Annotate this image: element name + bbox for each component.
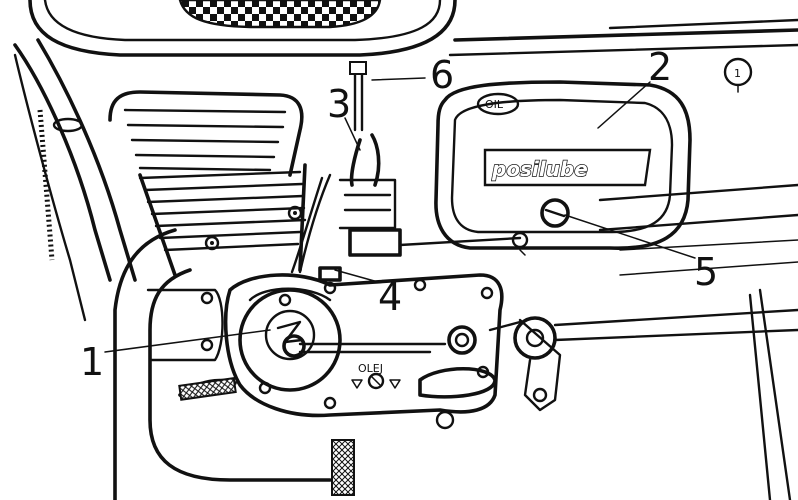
metering-dial: OLEJ [351, 362, 497, 399]
callout-1: 1 [80, 340, 104, 384]
oil-pump-unit [238, 288, 477, 392]
brake-linkage [488, 288, 798, 500]
exhaust-pipe [113, 228, 332, 500]
callouts: 1 2 3 4 5 6 [80, 45, 718, 384]
callout-2: 2 [648, 45, 672, 89]
leader-lines [104, 77, 696, 353]
frame-tube [448, 18, 798, 276]
callout-3: 3 [327, 82, 351, 126]
callout-4: 4 [378, 275, 402, 319]
cylinder-head [108, 90, 307, 277]
carburettor [290, 61, 529, 282]
posilube-logo: posilube [491, 157, 588, 181]
corner-mark-label: 1 [734, 67, 741, 80]
corner-mark: 1 [723, 57, 753, 93]
oil-cap-label: OIL [485, 98, 504, 111]
dial-label: OLEJ [358, 362, 383, 375]
tank-top [28, 0, 457, 57]
down-tube [13, 38, 137, 322]
callout-5: 5 [694, 250, 718, 294]
callout-6: 6 [430, 53, 454, 97]
oil-tank: OIL posilube [434, 80, 692, 250]
footrest [178, 377, 355, 496]
